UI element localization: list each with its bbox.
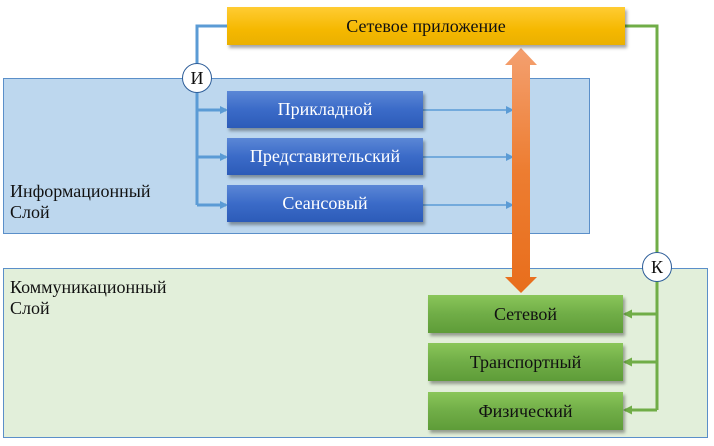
exchange-double-arrow	[505, 48, 537, 293]
info-level-box-presentation: Представительский	[227, 138, 423, 175]
info-node-circle: И	[182, 63, 212, 93]
comm-node-circle: К	[642, 252, 672, 282]
comm-level-label: Физический	[478, 400, 573, 421]
comm-level-box-transport: Транспортный	[428, 343, 623, 381]
info-node-label: И	[190, 67, 204, 88]
info-level-label: Представительский	[249, 146, 401, 166]
comm-level-label: Транспортный	[469, 351, 582, 372]
comm-level-label: Сетевой	[493, 303, 558, 324]
comm-wire-trunk	[625, 24, 659, 410]
info-level-box-session: Сеансовый	[227, 185, 423, 222]
comm-level-box-network: Сетевой	[428, 295, 623, 333]
communication-layer-label: Коммуникационный Слой	[10, 277, 167, 318]
network-application-box: Сетевое приложение	[227, 7, 625, 45]
comm-node-label: К	[650, 256, 663, 277]
info-wire-trunk	[195, 24, 227, 205]
comm-level-box-physical: Физический	[428, 392, 623, 430]
network-application-label: Сетевое приложение	[346, 15, 506, 36]
info-level-label: Прикладной	[277, 99, 373, 119]
info-level-box-application: Прикладной	[227, 91, 423, 128]
info-level-label: Сеансовый	[282, 193, 368, 213]
information-layer-label: Информационный Слой	[10, 181, 151, 222]
